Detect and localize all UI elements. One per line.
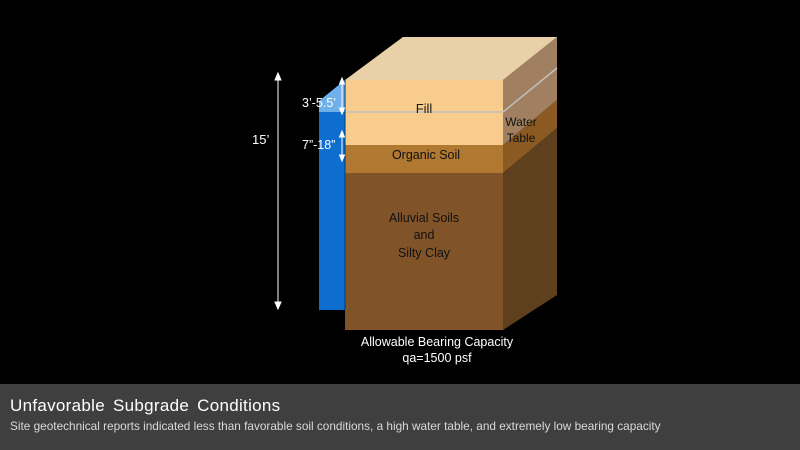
organic-depth-label: 7”-18” — [302, 138, 335, 152]
caption-bar: Unfavorable Subgrade Conditions Site geo… — [0, 384, 800, 450]
alluvial-label-line1: Alluvial Soils — [389, 211, 459, 225]
water-column-top — [319, 80, 345, 112]
organic-depth-arrow — [338, 129, 346, 163]
bearing-capacity-label: Allowable Bearing Capacity — [361, 335, 514, 349]
fill-depth-label: 3’-5.5’ — [302, 96, 336, 110]
organic-front-face — [345, 145, 503, 173]
alluvial-label-line3: Silty Clay — [398, 246, 451, 260]
fill-depth-arrow — [338, 76, 346, 116]
alluvial-side-face — [503, 128, 557, 330]
total-depth-label: 15’ — [252, 132, 269, 147]
total-depth-arrow — [274, 71, 282, 311]
caption-subtitle: Site geotechnical reports indicated less… — [10, 419, 661, 433]
organic-soil-label: Organic Soil — [392, 148, 460, 162]
alluvial-label-line2: and — [414, 228, 435, 242]
bearing-capacity-value: qa=1500 psf — [402, 351, 472, 365]
water-table-label-line1: Water — [505, 115, 537, 129]
caption-title: Unfavorable Subgrade Conditions — [10, 396, 281, 415]
water-table-line-side — [502, 67, 558, 113]
water-column-shade — [319, 112, 345, 310]
fill-side-face — [503, 37, 557, 145]
fill-top-face — [345, 37, 557, 80]
alluvial-front-face — [345, 173, 503, 330]
water-table-label-line2: Table — [507, 131, 536, 145]
fill-label: Fill — [416, 101, 433, 116]
organic-side-face — [503, 100, 557, 173]
